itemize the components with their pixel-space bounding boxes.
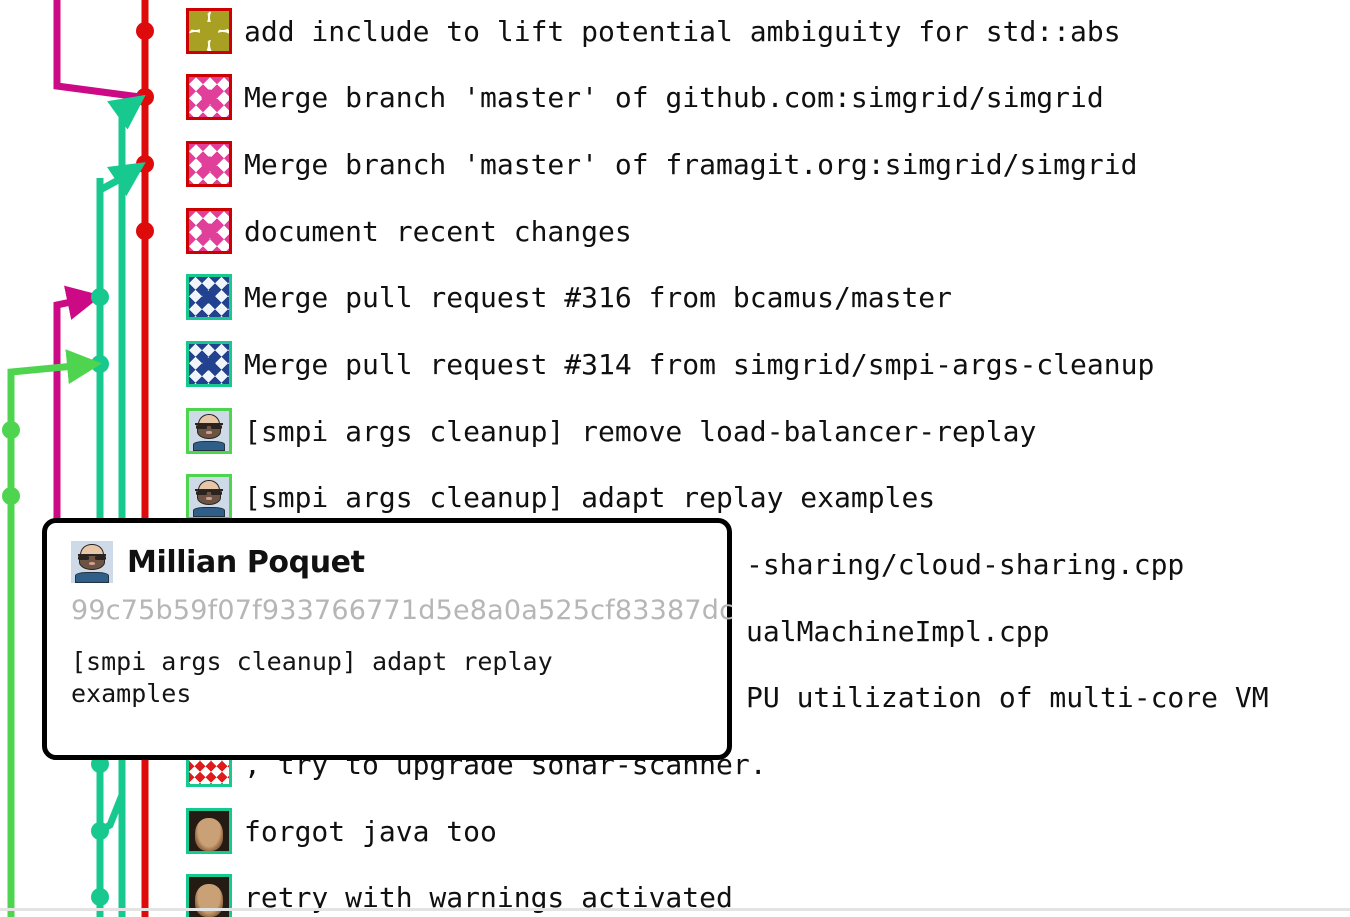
identicon-pink-avatar — [186, 74, 232, 121]
commit-message-tail: -sharing/cloud-sharing.cpp — [746, 547, 1185, 581]
commit-message: Merge pull request #314 from simgrid/smp… — [244, 347, 1155, 381]
tooltip-commit-hash: 99c75b59f07f933766771d5e8a0a525cf83387dc — [71, 595, 735, 626]
commit-message: document recent changes — [244, 214, 632, 248]
commit-message: [smpi args cleanup] remove load-balancer… — [244, 414, 1037, 448]
commit-message-tail: ualMachineImpl.cpp — [746, 614, 1050, 648]
identicon-pink-avatar — [186, 141, 232, 188]
tooltip-header: Millian Poquet — [71, 541, 703, 583]
identicon-blue-avatar — [186, 274, 232, 321]
commit-message: Merge branch 'master' of github.com:simg… — [244, 80, 1104, 114]
commit-row[interactable]: [smpi args cleanup] remove load-balancer… — [186, 398, 1036, 465]
millian-poquet-avatar — [186, 474, 232, 521]
commit-row[interactable]: document recent changes — [186, 198, 632, 265]
commit-message-tail: PU utilization of multi-core VM — [746, 680, 1269, 714]
commit-row[interactable]: ualMachineImpl.cpp — [746, 598, 1049, 665]
commit-message: add include to lift potential ambiguity … — [244, 14, 1121, 48]
commit-message: [smpi args cleanup] adapt replay example… — [244, 480, 936, 514]
identicon-blue-avatar — [186, 341, 232, 388]
commit-row[interactable]: add include to lift potential ambiguity … — [186, 0, 1121, 65]
bottom-divider — [0, 908, 1350, 911]
commit-row[interactable]: forgot java too — [186, 798, 497, 865]
commit-row[interactable]: Merge branch 'master' of github.com:simg… — [186, 64, 1104, 131]
commit-message: Merge branch 'master' of framagit.org:si… — [244, 147, 1138, 181]
millian-poquet-avatar — [71, 541, 113, 583]
tooltip-author-name: Millian Poquet — [127, 544, 365, 580]
commit-message: forgot java too — [244, 814, 497, 848]
millian-poquet-avatar — [186, 408, 232, 455]
commit-row[interactable]: -sharing/cloud-sharing.cpp — [746, 531, 1184, 598]
commit-message: Merge pull request #316 from bcamus/mast… — [244, 280, 953, 314]
commit-row[interactable]: Merge pull request #314 from simgrid/smp… — [186, 331, 1154, 398]
tooltip-commit-message: [smpi args cleanup] adapt replay example… — [71, 647, 553, 708]
commit-row[interactable]: Merge branch 'master' of framagit.org:si… — [186, 131, 1137, 198]
photo-avatar — [186, 808, 232, 855]
commit-row-selected[interactable]: [smpi args cleanup] adapt replay example… — [186, 464, 935, 531]
identicon-pink-avatar — [186, 208, 232, 255]
commit-row[interactable]: Merge pull request #316 from bcamus/mast… — [186, 264, 952, 331]
commit-row[interactable]: PU utilization of multi-core VM — [746, 664, 1269, 731]
identicon-olive-avatar — [186, 8, 232, 55]
commit-tooltip: Millian Poquet 99c75b59f07f933766771d5e8… — [42, 518, 735, 760]
